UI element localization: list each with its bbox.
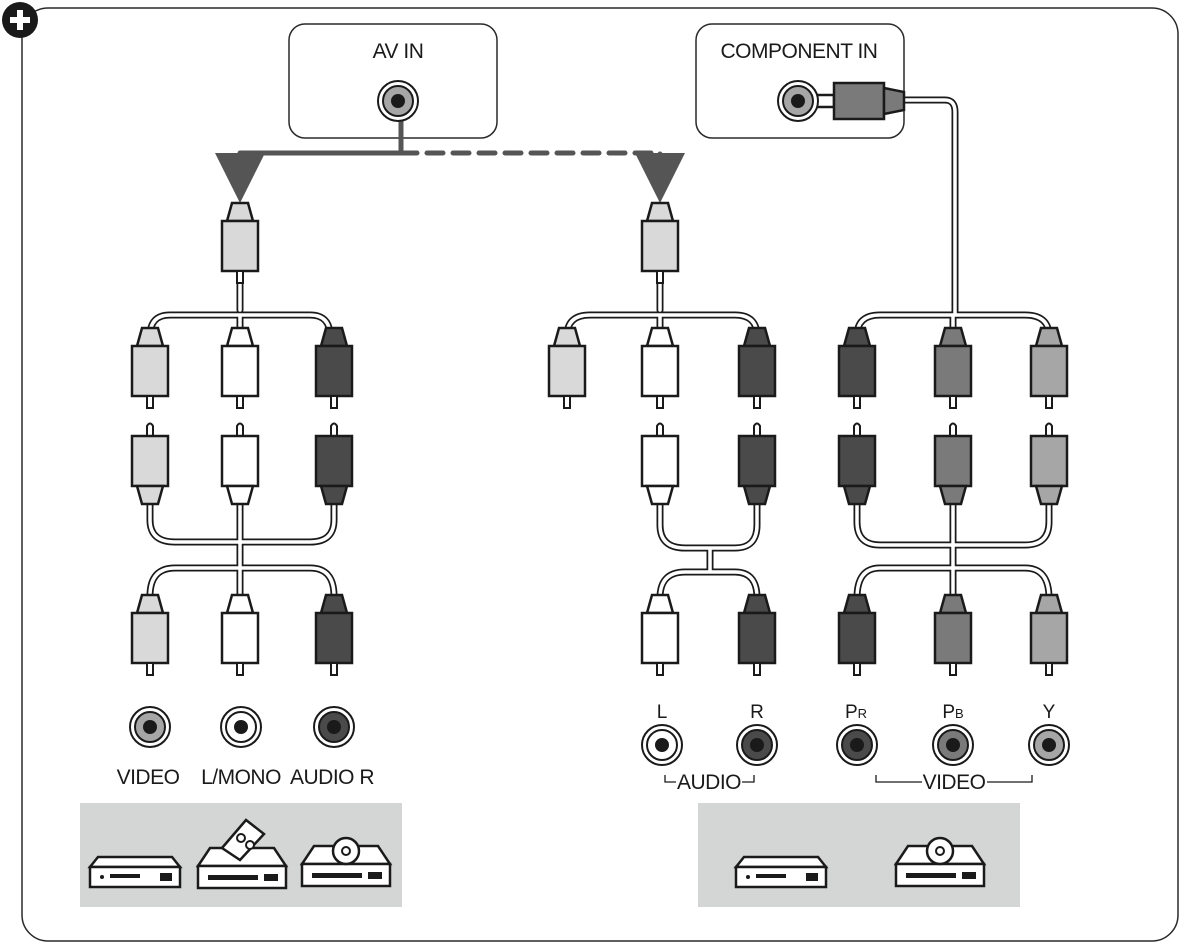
left-device-vcr (195, 818, 289, 890)
port-label-pr: PR (845, 702, 867, 724)
audio-bottom-plug-r (737, 593, 777, 676)
video-mid-plug-2 (1029, 326, 1069, 409)
port-label-pb: PB (942, 702, 963, 724)
video-bottom-plug-1 (933, 593, 973, 676)
video-bracket-label: VIDEO (922, 771, 986, 794)
video-mid-plug-1 (933, 326, 973, 409)
left-top-plug (220, 201, 260, 284)
component-in-jack (777, 80, 819, 122)
right-device-disc-player (893, 836, 987, 888)
audio-top-plug (640, 201, 680, 284)
video-bottom-branch (853, 501, 1053, 602)
audio-jack-l (641, 724, 683, 766)
left-bottom-branch (146, 501, 338, 600)
audio-bottom-branch (656, 501, 761, 602)
left-jack-audio-r (313, 706, 355, 748)
video-lower-plug-2 (1029, 422, 1069, 506)
left-mid-plug-1 (220, 326, 260, 409)
video-bracket (875, 775, 1033, 783)
port-label-video: VIDEO (116, 766, 180, 789)
component-in-label: COMPONENT IN (720, 40, 878, 63)
video-lower-plug-0 (837, 422, 877, 506)
outer-frame (21, 7, 1179, 942)
port-label-y: Y (1043, 702, 1056, 724)
left-lower-plug-0 (130, 422, 170, 506)
av-in-label: AV IN (372, 40, 424, 63)
audio-bottom-plug-l (640, 593, 680, 676)
left-lower-plug-2 (314, 422, 354, 506)
audio-bracket-label: AUDIO (676, 771, 742, 794)
audio-jack-r (736, 724, 778, 766)
left-bottom-plug-1 (220, 593, 260, 676)
component-in-plug (810, 81, 906, 121)
audio-mid-plug-0 (547, 326, 587, 409)
video-jack-pr (836, 724, 878, 766)
av-in-jack (377, 80, 419, 122)
video-jack-y (1028, 724, 1070, 766)
port-label-l-mono: L/MONO (201, 766, 281, 789)
left-bottom-plug-0 (130, 593, 170, 676)
audio-bracket (664, 775, 755, 783)
port-label-audio-r-right: R (750, 702, 764, 723)
left-mid-plug-2 (314, 326, 354, 409)
video-bottom-plug-0 (837, 593, 877, 676)
left-device-dvd-player (87, 855, 183, 889)
left-jack-l-mono (220, 706, 262, 748)
audio-mid-plug-1 (640, 326, 680, 409)
right-device-dvd-player (733, 855, 829, 889)
left-device-disc-player (299, 836, 393, 888)
video-jack-pb (932, 724, 974, 766)
video-mid-plug-0 (837, 326, 877, 409)
left-lower-plug-1 (220, 422, 260, 506)
plus-icon (2, 2, 38, 38)
port-label-y-main: Y (1042, 702, 1056, 723)
audio-mid-plug-2 (737, 326, 777, 409)
port-label-pr-main: P (844, 702, 858, 723)
av-signal-arrows (215, 105, 685, 203)
left-jack-video (129, 706, 171, 748)
left-bottom-plug-2 (314, 593, 354, 676)
audio-lower-plug-1 (737, 422, 777, 506)
left-mid-plug-0 (130, 326, 170, 409)
port-label-audio-l: L (656, 702, 668, 723)
port-label-pb-sub: B (955, 706, 964, 721)
audio-lower-plug-0 (640, 422, 680, 506)
video-bottom-plug-2 (1029, 593, 1069, 676)
port-label-pb-main: P (942, 702, 956, 723)
video-lower-plug-1 (933, 422, 973, 506)
port-label-pr-sub: R (857, 706, 868, 721)
port-label-audio-r: AUDIO R (289, 766, 375, 789)
